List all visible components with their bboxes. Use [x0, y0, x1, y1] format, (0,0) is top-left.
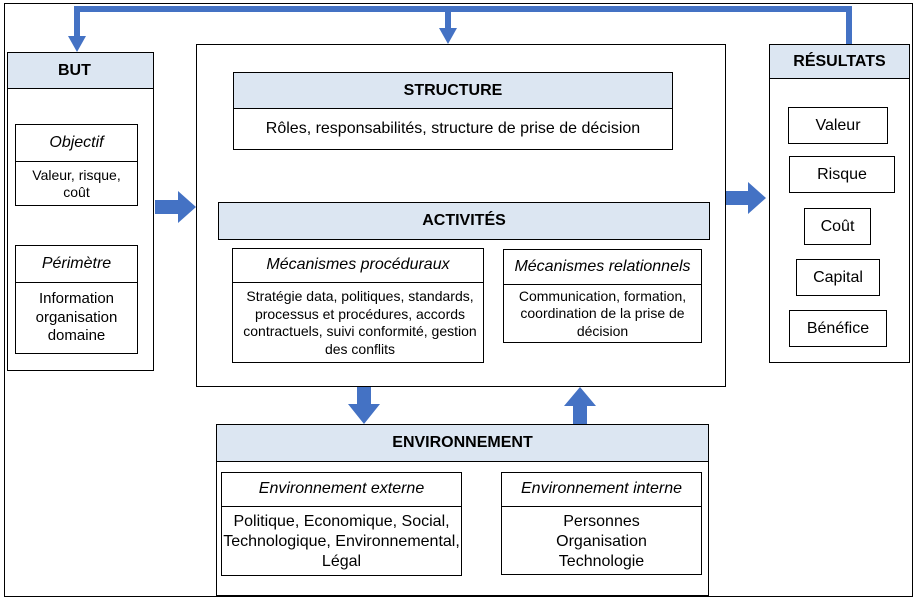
resultat-cout: Coût	[804, 208, 871, 245]
resultat-valeur: Valeur	[788, 107, 888, 144]
interne-text: Personnes Organisation Technologie	[556, 513, 647, 570]
perimetre-title: Périmètre	[15, 245, 138, 283]
interne-box	[501, 472, 702, 575]
objectif-box	[15, 124, 138, 206]
structure-title: STRUCTURE	[233, 72, 673, 109]
resultats-panel	[769, 44, 910, 363]
externe-box	[221, 472, 462, 576]
interne-title: Environnement interne	[501, 472, 702, 507]
perimetre-text: Information organisation domaine	[35, 289, 118, 345]
resultat-risque: Risque	[789, 156, 895, 193]
proceduraux-box	[232, 248, 484, 363]
proceduraux-title: Mécanismes procéduraux	[232, 248, 484, 283]
proceduraux-text: Stratégie data, politiques, standards, p…	[243, 288, 477, 357]
environnement-title: ENVIRONNEMENT	[216, 424, 709, 462]
objectif-title: Objectif	[15, 124, 138, 162]
externe-title: Environnement externe	[221, 472, 462, 507]
but-title: BUT	[7, 52, 154, 89]
activites-title: ACTIVITÉS	[218, 202, 710, 240]
perimetre-box	[15, 245, 138, 354]
objectif-text: Valeur, risque, coût	[32, 166, 121, 201]
structure-text: Rôles, responsabilités, structure de pri…	[265, 120, 641, 137]
resultat-capital: Capital	[796, 259, 880, 296]
resultats-title: RÉSULTATS	[769, 44, 910, 79]
resultat-benefice: Bénéfice	[789, 310, 887, 347]
relationnels-title: Mécanismes relationnels	[503, 249, 702, 285]
externe-text: Politique, Economique, Social, Technolog…	[223, 513, 460, 570]
relationnels-box	[503, 249, 702, 343]
relationnels-text: Communication, formation, coordination d…	[518, 287, 687, 339]
